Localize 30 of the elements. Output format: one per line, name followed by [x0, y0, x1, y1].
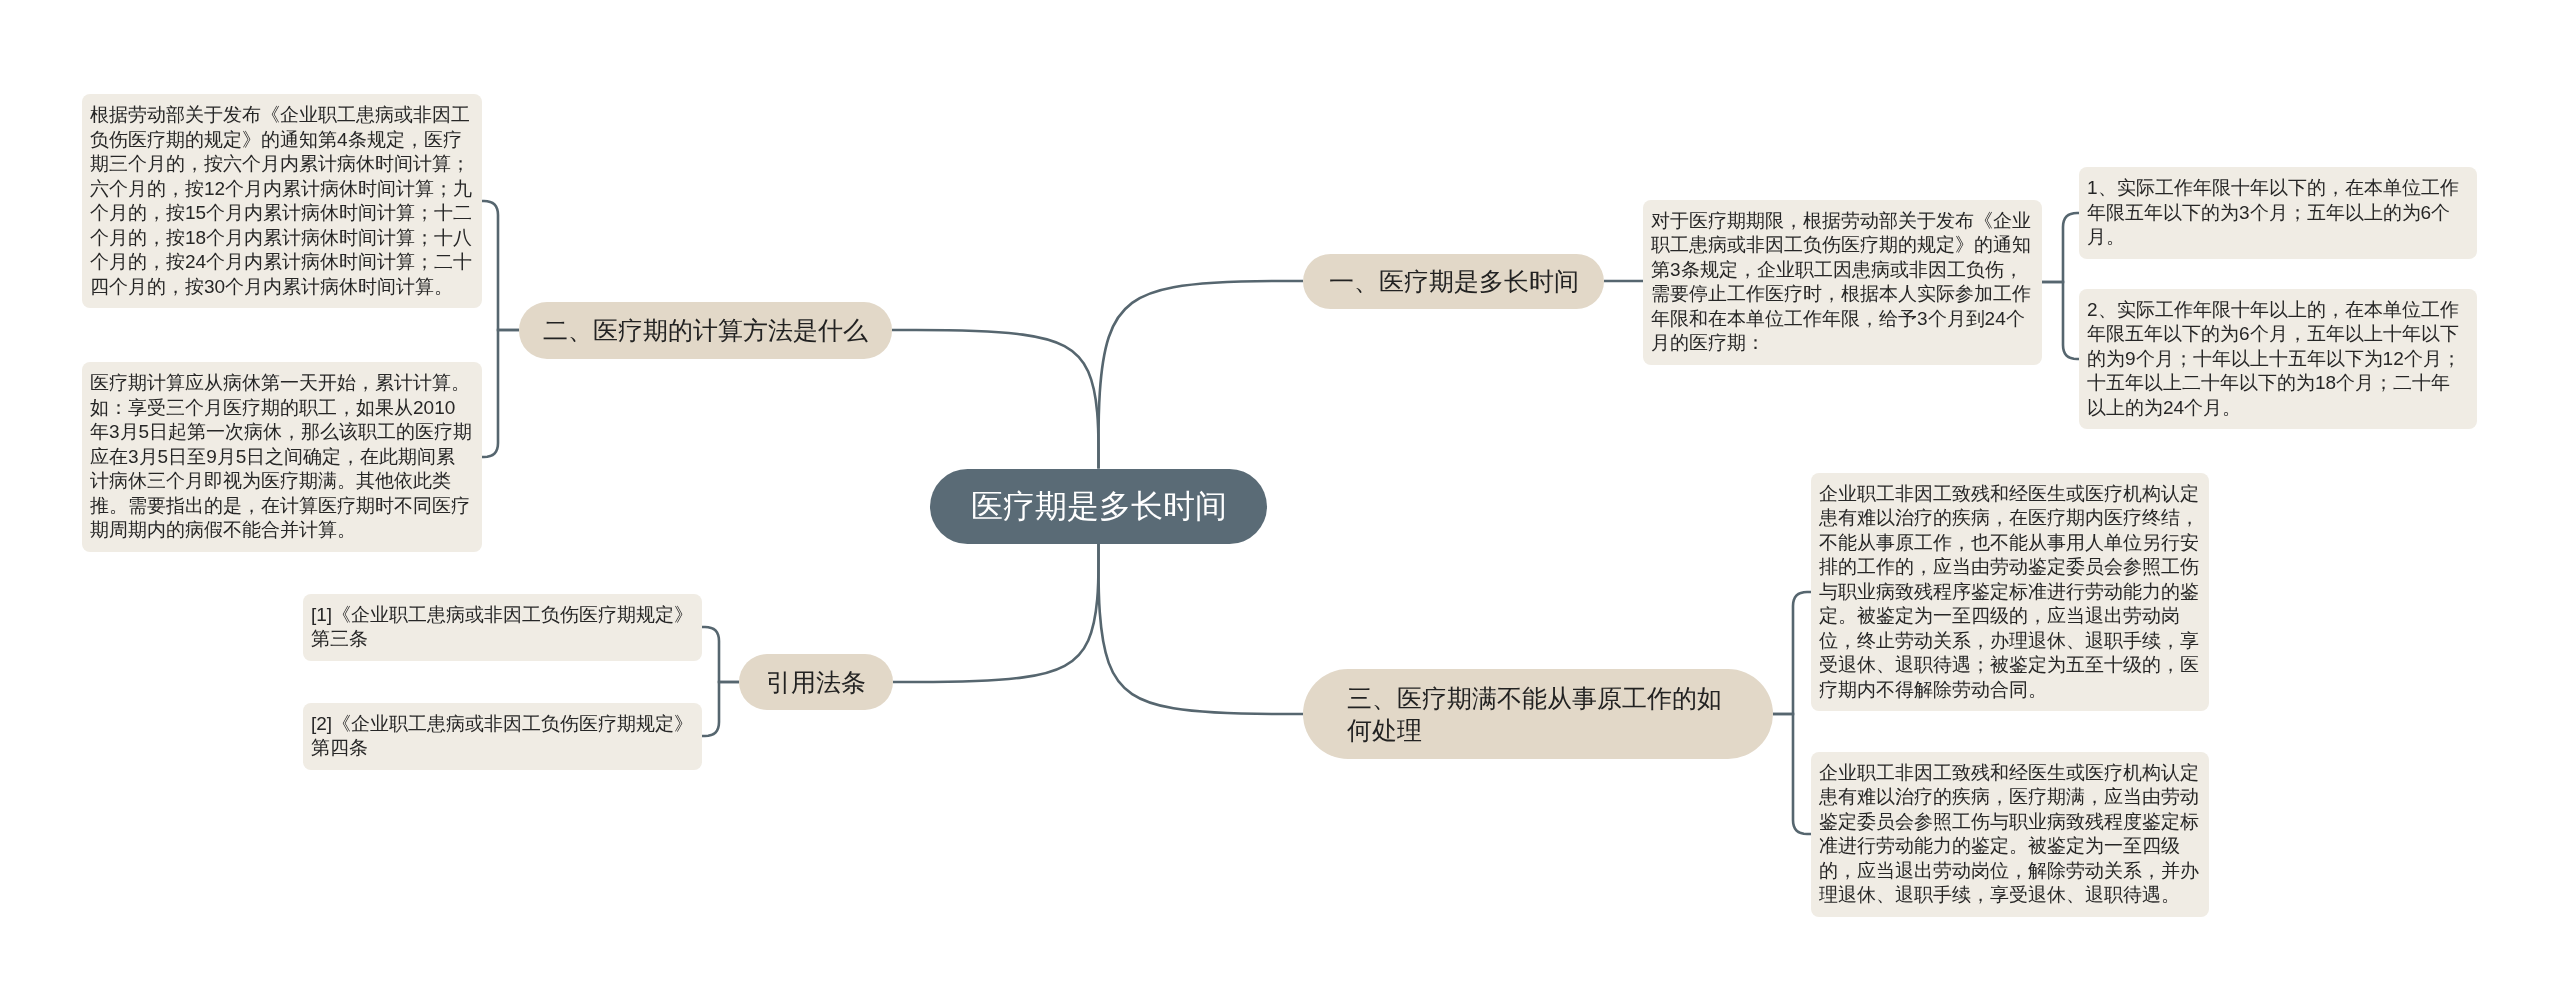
topic-text: 引用法条 [766, 667, 866, 698]
topic-pill [1303, 253, 1604, 309]
note-card [303, 593, 702, 661]
note-card [2079, 167, 2477, 259]
note-text: 医疗期计算应从病休第一天开始，累计计算。如：享受三个月医疗期的职工，如果从2010年3月5日起第一次病休，那么该职工的医疗期应在3月5日至9月5日之间确定，在此期间累计病休三个月即视为医疗期满。其他依此类推。需要指出的是，在计算医疗期时不同医疗期周期内的病假不能合并计算。 [90, 371, 474, 542]
note-card [303, 702, 702, 770]
note-text: 对于医疗期期限，根据劳动部关于发布《企业职工患病或非因工负伤医疗期的规定》的通知第3条规定，企业职工因患病或非因工负伤，需要停止工作医疗时，根据本人实际参加工作年限和在本单位工作年限，给予3个月到24个月的医疗期： [1651, 208, 2032, 355]
topic-text: 医疗期是多长时间 [970, 487, 1227, 526]
note-text: [2]《企业职工患病或非因工负伤医疗期规定》第四条 [311, 711, 694, 760]
connector-line [1604, 279, 1643, 283]
topic-pill [739, 654, 893, 710]
connector-line [1097, 543, 1303, 716]
connector-line [481, 328, 519, 459]
topic-text: 二、医疗期的计算方法是什么 [543, 315, 868, 346]
note-card [2079, 288, 2477, 429]
note-card [1811, 751, 2209, 917]
connector-line [892, 328, 1100, 469]
topic-text: 一、医疗期是多长时间 [1328, 266, 1579, 297]
connector-line [1773, 712, 1811, 836]
note-text: 2、实际工作年限十年以上的，在本单位工作年限五年以下的为6个月，五年以上十年以下的为9个月；十年以上十五年以下为12个月；十五年以上二十年以下的为18个月；二十年以上的为24个月。 [2087, 297, 2462, 420]
topic-text: 三、医疗期满不能从事原工作的如何处理 [1347, 683, 1723, 746]
note-text: 1、实际工作年限十年以下的，在本单位工作年限五年以下的为3个月；五年以上的为6个月。 [2087, 176, 2460, 249]
note-text: 企业职工非因工致残和经医生或医疗机构认定患有难以治疗的疾病，在医疗期内医疗终结，不能从事原工作，也不能从事用人单位另行安排的工作的，应当由劳动鉴定委员会参照工伤与职业病致残程序鉴定标准进行劳动能力的鉴定。被鉴定为一至四级的，应当退出劳动岗位，终止劳动关系，办理退休、退职手续，享受退休、退职待遇；被鉴定为五至十级的，医疗期内不得解除劳动合同。 [1819, 481, 2200, 702]
connector-line [2042, 280, 2080, 361]
note-text: 根据劳动部关于发布《企业职工患病或非因工负伤医疗期的规定》的通知第4条规定，医疗期三个月的，按六个月内累计病休时间计算；六个月的，按12个月内累计病休时间计算；九个月的，按15个月内累计病休时间计算；十二个月的，按18个月内累计病休时间计算；十八个月的，按24个月内累计病休时间计算；二十四个月的，按30个月内累计病休时间计算。 [90, 103, 474, 299]
connector-line [702, 680, 739, 738]
topic-pill [519, 301, 892, 359]
note-text: [1]《企业职工患病或非因工负伤医疗期规定》第三条 [311, 602, 694, 651]
note-text: 企业职工非因工致残和经医生或医疗机构认定患有难以治疗的疾病，医疗期满，应当由劳动鉴定委员会参照工伤与职业病致残程度鉴定标准进行劳动能力的鉴定。被鉴定为一至四级的，应当退出劳动岗位，解除劳动关系，并办理退休、退职手续，享受退休、退职待遇。 [1819, 760, 2200, 907]
note-card [1643, 199, 2042, 365]
